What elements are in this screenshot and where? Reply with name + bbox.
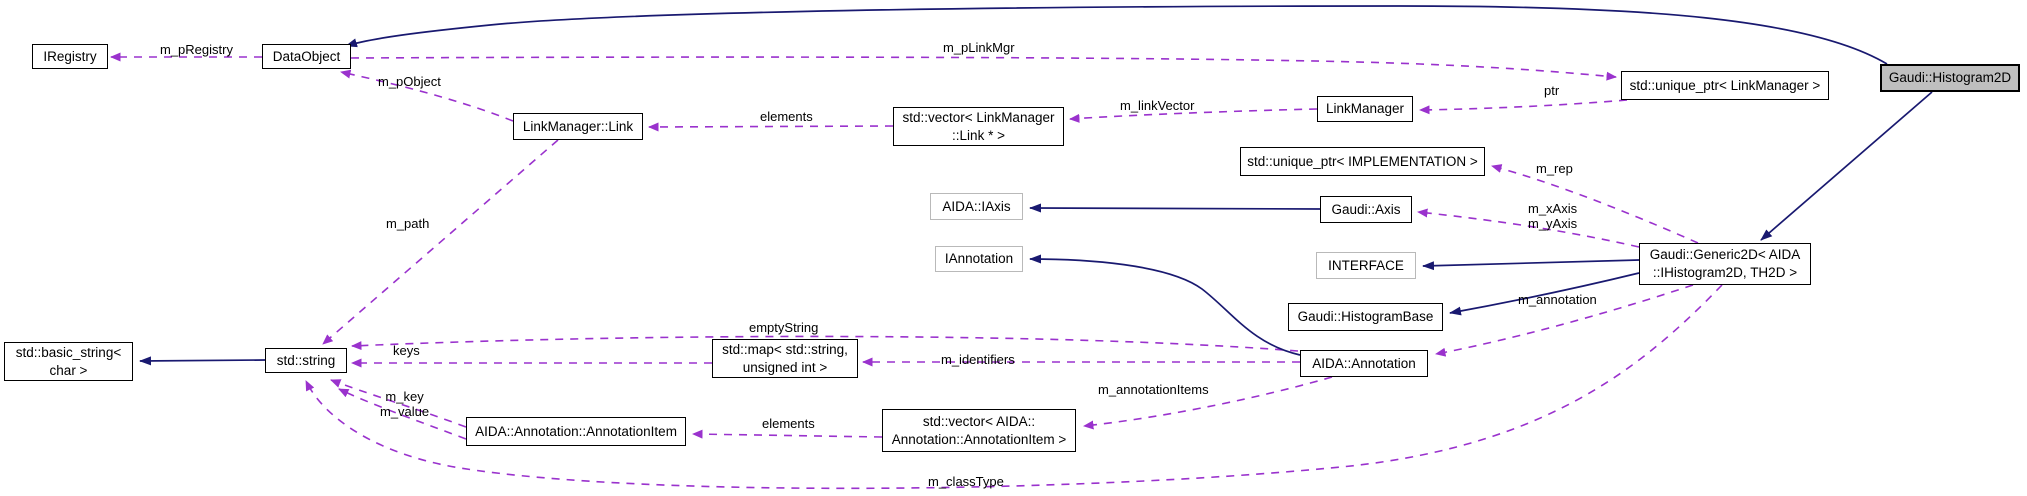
edge-m-key bbox=[330, 379, 467, 428]
node-linkmanager-link[interactable]: LinkManager::Link bbox=[513, 113, 643, 140]
edge-inherit-generic2d-interface bbox=[1422, 259, 1640, 271]
node-aida-iaxis: AIDA::IAxis bbox=[930, 193, 1023, 220]
node-annotation-item[interactable]: AIDA::Annotation::AnnotationItem bbox=[466, 417, 686, 446]
edge-m-classtype bbox=[305, 284, 1723, 490]
edge-m-value bbox=[338, 388, 467, 440]
node-unique-ptr-linkmanager[interactable]: std::unique_ptr< LinkManager > bbox=[1621, 71, 1829, 100]
edge-emptystring bbox=[351, 335, 1299, 352]
edge-elements-items bbox=[692, 429, 883, 439]
node-iregistry[interactable]: IRegistry bbox=[32, 44, 108, 69]
node-gaudi-histogrambase[interactable]: Gaudi::HistogramBase bbox=[1288, 303, 1443, 331]
node-vector-annotation-item[interactable]: std::vector< AIDA:: Annotation::Annotati… bbox=[882, 409, 1076, 452]
edge-inherit-histogram2d-generic2d bbox=[1760, 91, 1933, 241]
node-gaudi-axis[interactable]: Gaudi::Axis bbox=[1320, 196, 1412, 223]
node-dataobject[interactable]: DataObject bbox=[262, 44, 351, 69]
edge-m-xaxis-m-yaxis bbox=[1417, 208, 1640, 248]
edge-m-rep bbox=[1491, 164, 1699, 244]
node-aida-annotation[interactable]: AIDA::Annotation bbox=[1300, 350, 1428, 377]
node-gaudi-generic2d[interactable]: Gaudi::Generic2D< AIDA ::IHistogram2D, T… bbox=[1639, 243, 1811, 285]
edge-inherit-string-basicstring bbox=[139, 356, 266, 366]
node-vector-link[interactable]: std::vector< LinkManager ::Link * > bbox=[893, 107, 1064, 146]
edge-m-plinkmgr bbox=[350, 56, 1617, 81]
node-gaudi-histogram2d: Gaudi::Histogram2D bbox=[1880, 64, 2020, 92]
edge-m-pobject bbox=[340, 69, 514, 122]
edge-inherit-generic2d-histogrambase bbox=[1449, 272, 1640, 316]
node-basic-string[interactable]: std::basic_string< char > bbox=[4, 342, 133, 381]
edge-m-path bbox=[322, 139, 559, 345]
edge-m-linkvector bbox=[1069, 108, 1318, 123]
node-interface: INTERFACE bbox=[1316, 252, 1416, 279]
node-unique-ptr-implementation[interactable]: std::unique_ptr< IMPLEMENTATION > bbox=[1240, 147, 1485, 176]
edge-inherit-axis-iaxis bbox=[1029, 203, 1321, 213]
edge-inherit-histogram2d-dataobject bbox=[345, 5, 1888, 65]
node-std-string[interactable]: std::string bbox=[265, 348, 347, 373]
node-iannotation: IAnnotation bbox=[935, 246, 1023, 272]
edge-m-annotationitems bbox=[1083, 376, 1333, 430]
node-std-map[interactable]: std::map< std::string, unsigned int > bbox=[712, 339, 858, 378]
edge-elements-links bbox=[648, 122, 894, 132]
edge-inherit-annotation-iannotation bbox=[1029, 254, 1301, 356]
edge-m-annotation bbox=[1435, 284, 1694, 357]
node-linkmanager[interactable]: LinkManager bbox=[1317, 96, 1413, 122]
edge-ptr bbox=[1419, 99, 1628, 115]
